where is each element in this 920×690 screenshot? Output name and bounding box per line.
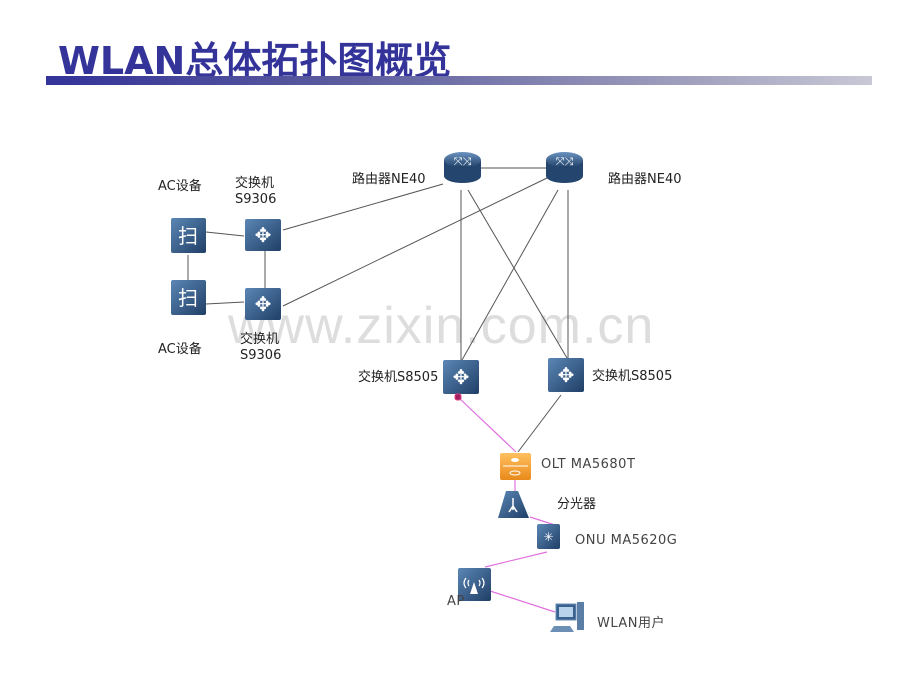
svg-text:⤧⤨: ⤧⤨ xyxy=(454,155,472,168)
svg-text:✥: ✥ xyxy=(558,363,575,387)
switch-icon: ✥ xyxy=(443,360,479,401)
ac-top-label: AC设备 xyxy=(158,179,202,194)
svg-text:扫: 扫 xyxy=(178,286,198,310)
access-point-icon xyxy=(458,568,491,601)
link-ac-bottom-s9306-bottom xyxy=(205,301,245,305)
s9306-top-label-line1: 交换机 xyxy=(235,176,275,191)
olt-label: OLT MA5680T xyxy=(541,457,636,472)
s8505-left-label: 交换机S8505 xyxy=(358,370,439,385)
router-icon: ⤧⤨ xyxy=(546,152,583,183)
title-underline-bar xyxy=(46,76,872,85)
splitter-icon xyxy=(498,491,529,518)
s9306-bottom-label-line1: 交换机 xyxy=(240,332,280,347)
router-icon: ⤧⤨ xyxy=(444,152,481,183)
s8505-right-label: 交换机S8505 xyxy=(592,369,673,384)
page-title: WLAN总体拓扑图概览 xyxy=(58,39,452,83)
svg-text:✥: ✥ xyxy=(255,223,272,247)
link-ac-top-s9306-top xyxy=(205,231,245,237)
svg-text:✳: ✳ xyxy=(543,530,553,544)
ap-label: AP xyxy=(447,594,465,609)
link-ap-user xyxy=(486,589,556,613)
switch-icon: ✥ xyxy=(245,288,281,320)
link-s9306-bottom-router-right xyxy=(282,177,548,307)
svg-text:⤧⤨: ⤧⤨ xyxy=(556,155,574,168)
s9306-top-label-line2: S9306 xyxy=(235,192,277,207)
svg-text:扫: 扫 xyxy=(178,224,198,248)
ac-bottom-label: AC设备 xyxy=(158,342,202,357)
ac-device-icon: 扫 xyxy=(171,280,206,315)
link-onu-ap xyxy=(484,551,548,568)
watermark: www.zixin.com.cn xyxy=(228,297,655,355)
link-router-right-s8505-left xyxy=(461,189,559,361)
link-s8505-right-olt xyxy=(517,394,562,453)
svg-text:✥: ✥ xyxy=(453,365,470,389)
fiber-links xyxy=(458,397,556,613)
svg-text:✥: ✥ xyxy=(255,292,272,316)
onu-icon: ✳ xyxy=(537,524,560,549)
s9306-bottom-label-line2: S9306 xyxy=(240,348,282,363)
olt-icon xyxy=(500,453,531,480)
onu-label: ONU MA5620G xyxy=(575,533,678,548)
switch-icon: ✥ xyxy=(245,219,281,251)
link-splitter-onu xyxy=(529,516,556,526)
router-left-label: 路由器NE40 xyxy=(352,172,426,187)
link-s8505-left-olt xyxy=(458,397,517,453)
links xyxy=(187,167,569,453)
link-router-left-s8505-right xyxy=(467,189,568,359)
wlan-user-computer-icon xyxy=(550,602,584,632)
router-right-label: 路由器NE40 xyxy=(608,172,682,187)
switch-icon: ✥ xyxy=(548,358,584,392)
wlan-user-label: WLAN用户 xyxy=(597,616,666,631)
splitter-label: 分光器 xyxy=(557,497,597,512)
ac-device-icon: 扫 xyxy=(171,218,206,253)
link-s9306-top-router-left xyxy=(282,183,444,231)
